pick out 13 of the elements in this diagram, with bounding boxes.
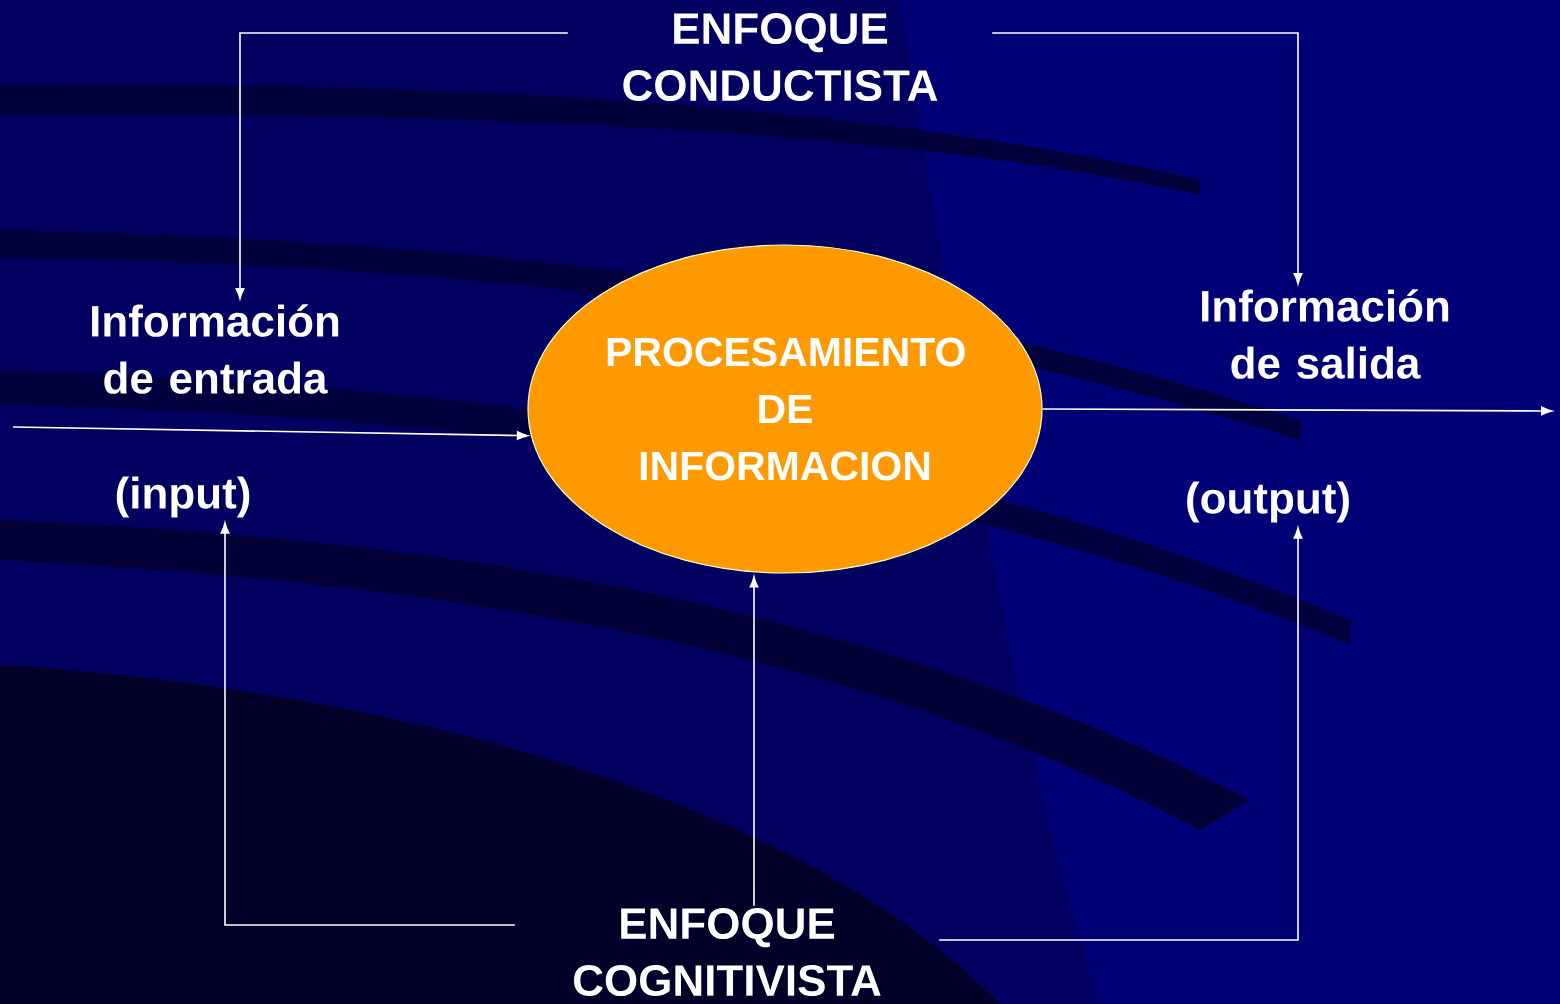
heading-text: ENFOQUE CONDUCTISTA	[623, 12, 938, 102]
arrow	[12, 426, 529, 440]
arrow	[235, 32, 569, 300]
label-text: Información de salida	[1202, 289, 1449, 379]
arrow	[938, 527, 1303, 941]
label-text: (input)	[116, 476, 250, 518]
heading-text: ENFOQUE COGNITIVISTA	[574, 907, 881, 997]
label-text: Información de entrada	[92, 304, 339, 394]
arrow	[991, 32, 1303, 285]
arrow	[220, 522, 516, 926]
label-text: (output)	[1187, 481, 1349, 523]
arrow	[749, 576, 759, 907]
arrow	[1041, 406, 1553, 416]
